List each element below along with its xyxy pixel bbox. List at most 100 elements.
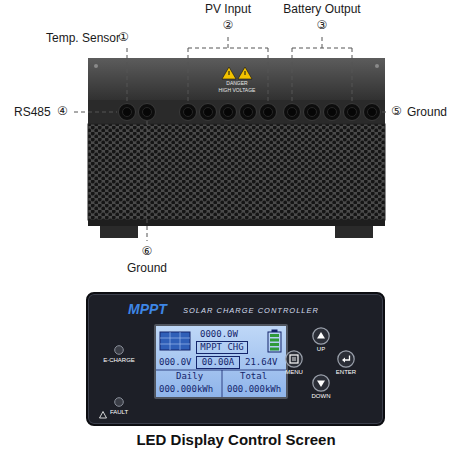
lcd-screen: 0000.0WMPPT CHG000.0V00.00A21.64VDailyTo… bbox=[154, 324, 288, 399]
drawing-part bbox=[200, 104, 217, 121]
down-button: DOWN bbox=[312, 374, 330, 392]
node-text: 000.0V bbox=[159, 357, 192, 368]
drawing-part bbox=[270, 334, 279, 337]
warning-text: DANGER bbox=[226, 80, 247, 86]
drawing-part bbox=[290, 355, 298, 363]
node-text: 000.000kWh bbox=[159, 384, 213, 395]
callout-number: ⑤ bbox=[391, 104, 402, 118]
lcd-divider bbox=[156, 370, 286, 397]
drawing-part bbox=[123, 108, 377, 117]
menu-button: MENU bbox=[285, 350, 303, 368]
callout-label: Battery Output bbox=[283, 2, 360, 16]
button-icon bbox=[342, 356, 350, 363]
charge-led: E-CHARGE bbox=[114, 345, 124, 355]
drawing-part bbox=[270, 339, 279, 342]
drawing-part bbox=[270, 343, 279, 346]
drawing-part bbox=[260, 104, 277, 121]
warning-text: HIGH VOLTAGE bbox=[219, 87, 256, 93]
drawing-part bbox=[224, 108, 233, 117]
drawing-part bbox=[160, 332, 190, 350]
button-icon bbox=[290, 355, 298, 363]
figure-caption: LED Display Control Screen bbox=[136, 431, 335, 449]
drawing-part bbox=[160, 332, 190, 350]
callout-label: PV Input bbox=[205, 2, 251, 16]
callout-label: Ground bbox=[407, 105, 447, 119]
button-ring bbox=[313, 375, 329, 391]
drawing-part bbox=[328, 108, 337, 117]
enter-button: ENTER bbox=[337, 350, 355, 368]
drawing-part bbox=[272, 330, 278, 333]
drawing-part bbox=[344, 104, 361, 121]
drawing-part bbox=[348, 108, 357, 117]
drawing-part bbox=[317, 381, 325, 388]
vent-grille bbox=[88, 124, 385, 220]
node-text: 21.64V bbox=[245, 357, 278, 368]
warning-mark bbox=[229, 71, 245, 75]
drawing-part bbox=[268, 332, 281, 352]
push-button bbox=[285, 350, 303, 368]
drawing-part bbox=[284, 104, 301, 121]
led-indicator bbox=[114, 345, 124, 355]
battery-icon bbox=[268, 330, 281, 353]
node-text: DOWN bbox=[312, 393, 331, 400]
leader-line bbox=[382, 112, 389, 113]
node-text: FAULT bbox=[110, 409, 128, 416]
drawing-part bbox=[220, 104, 237, 121]
bracket-line bbox=[188, 37, 268, 103]
drawing-part bbox=[270, 348, 279, 351]
callout-label: RS485 bbox=[14, 105, 51, 119]
control-panel: MPPTSOLAR CHARGE CONTROLLER0000.0WMPPT C… bbox=[86, 292, 385, 426]
node-text: 000.000kWh bbox=[227, 384, 281, 395]
warning-triangle bbox=[100, 412, 107, 419]
drawing-part bbox=[123, 108, 132, 117]
leader-line bbox=[74, 112, 117, 113]
push-button bbox=[337, 350, 355, 368]
fault-icon bbox=[99, 411, 107, 419]
drawing-part bbox=[292, 358, 296, 360]
drawing-part bbox=[342, 358, 345, 363]
up-button: UP bbox=[312, 327, 330, 345]
drawing-part bbox=[317, 332, 325, 339]
lcd-field: MPPT CHG bbox=[196, 341, 248, 354]
leader-line bbox=[147, 121, 148, 241]
push-button bbox=[312, 327, 330, 345]
drawing-part bbox=[184, 108, 193, 117]
callout-number: ① bbox=[118, 30, 129, 44]
foot bbox=[100, 226, 138, 238]
callout-number: ⑥ bbox=[142, 244, 153, 258]
node-text: SOLAR CHARGE CONTROLLER bbox=[183, 306, 319, 315]
button-ring bbox=[338, 351, 354, 367]
drawing-part bbox=[180, 104, 197, 121]
drawing-part bbox=[119, 104, 381, 121]
callout-number: ④ bbox=[57, 104, 68, 118]
node-text: Total bbox=[240, 371, 267, 382]
drawing-part bbox=[368, 108, 377, 117]
port-strip bbox=[88, 100, 385, 124]
drawing-part bbox=[324, 104, 341, 121]
drawing-part bbox=[288, 108, 297, 117]
drawing-part bbox=[364, 104, 381, 121]
button-icon bbox=[317, 332, 325, 339]
node-text: Daily bbox=[176, 371, 203, 382]
callout-label: Temp. Sensor bbox=[46, 31, 120, 45]
push-button bbox=[312, 374, 330, 392]
drawing-part bbox=[143, 108, 152, 117]
drawing-part bbox=[304, 104, 321, 121]
leader-lines bbox=[74, 37, 389, 241]
drawing-part bbox=[204, 108, 213, 117]
base-lip bbox=[88, 220, 385, 226]
screw bbox=[375, 64, 379, 68]
led-lamp bbox=[115, 398, 124, 407]
leader-line bbox=[127, 48, 128, 103]
callout-label: Ground bbox=[127, 261, 167, 275]
led-indicator bbox=[114, 397, 124, 407]
foot bbox=[335, 226, 373, 238]
node-text: ENTER bbox=[336, 369, 356, 376]
button-ring bbox=[286, 351, 302, 367]
drawing-part bbox=[308, 108, 317, 117]
solar-panel-icon bbox=[160, 332, 190, 350]
warning-symbols bbox=[222, 67, 252, 79]
node-text: UP bbox=[317, 346, 325, 353]
terminal-ports bbox=[119, 104, 381, 121]
